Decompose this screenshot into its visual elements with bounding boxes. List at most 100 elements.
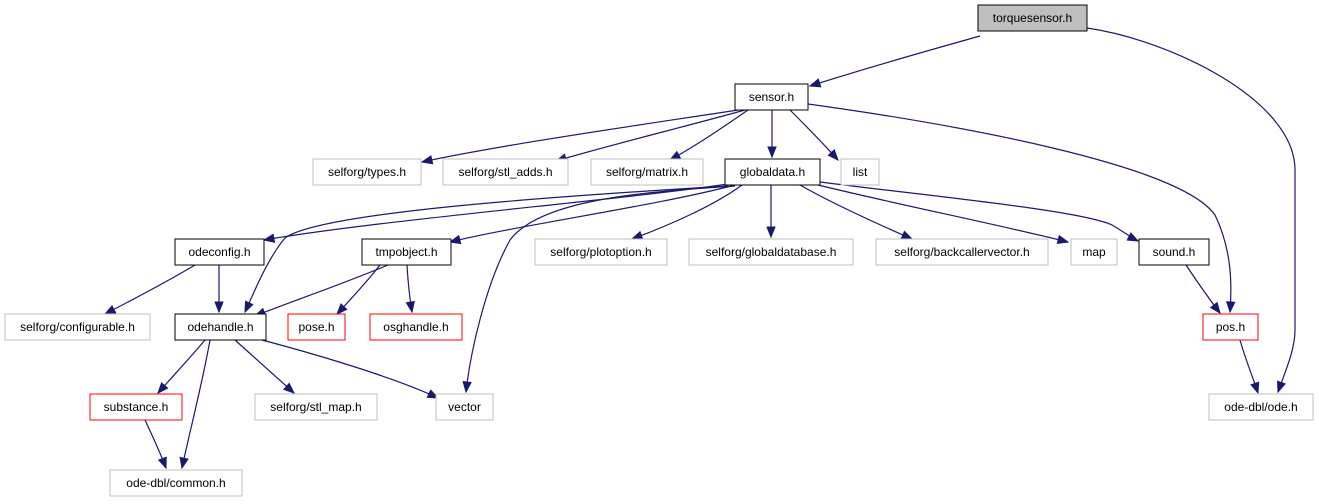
node-common[interactable]: ode-dbl/common.h [109,469,243,497]
edge-pos-to-ode [1239,339,1260,395]
node-map[interactable]: map [1070,238,1118,266]
arrowhead [283,382,296,394]
node-torquesensor[interactable]: torquesensor.h [977,4,1088,32]
edge-sensor-to-list [789,109,839,162]
node-box [287,313,346,341]
node-box [688,238,854,266]
arrowhead [1226,301,1236,314]
node-label: selforg/globaldatabase.h [706,245,837,259]
node-box [840,158,880,186]
node-label: torquesensor.h [993,11,1072,25]
edge-tmpobject-to-osghandle [405,264,415,314]
node-label: sound.h [1153,245,1196,259]
node-ode[interactable]: ode-dbl/ode.h [1208,393,1314,421]
arrowhead [1209,301,1221,315]
edge-globaldata-to-tmpobject [448,184,736,245]
node-box [174,238,265,266]
node-box [1070,238,1118,266]
node-label: sensor.h [749,90,794,104]
node-box [590,158,704,186]
arrowhead [766,226,776,239]
edge-odehandle-to-vector [261,339,440,399]
node-box [534,238,668,266]
edge-substance-to-common [144,419,167,470]
node-odehandle[interactable]: odehandle.h [174,313,267,341]
node-sensor[interactable]: sensor.h [734,83,809,111]
edge-sound-to-pos [1185,264,1221,315]
edge-globaldata-to-vector [462,185,736,394]
arrowhead [1056,234,1070,245]
node-box [724,158,821,186]
node-odeconfig[interactable]: odeconfig.h [174,238,265,266]
node-globaldata[interactable]: globaldata.h [724,158,821,186]
node-box [1202,313,1259,341]
node-substance[interactable]: substance.h [89,393,183,421]
node-box [369,313,463,341]
edge-tmpobject-to-odehandle [253,264,389,317]
edge-globaldata-to-sound [819,181,1140,242]
node-configurable[interactable]: selforg/configurable.h [4,313,151,341]
node-box [89,393,183,421]
edge-odeconfig-to-odehandle [214,265,224,314]
node-matrix[interactable]: selforg/matrix.h [590,158,704,186]
arrowhead [336,303,348,315]
edge-globaldata-to-map [817,184,1070,245]
arrowhead [462,381,472,394]
node-label: ode-dbl/common.h [126,476,225,490]
node-box [977,4,1088,32]
node-label: selforg/types.h [328,165,406,179]
node-label: vector [448,400,481,414]
edge-sensor-to-stl_adds [554,109,746,163]
arrowhead [103,304,117,315]
node-box [312,158,422,186]
arrowhead [244,300,254,314]
arrowhead [157,381,169,395]
node-globaldatabase[interactable]: selforg/globaldatabase.h [688,238,854,266]
nodes-layer: torquesensor.h sensor.h selforg/types.h sel… [4,4,1314,497]
edge-globaldata-to-backcallervector [799,184,914,240]
node-sound[interactable]: sound.h [1138,238,1210,266]
node-tmpobject[interactable]: tmpobject.h [361,238,452,266]
node-label: selforg/stl_adds.h [458,165,552,179]
node-stl_map[interactable]: selforg/stl_map.h [254,393,378,421]
edge-tmpobject-to-pose [336,264,381,315]
node-pos[interactable]: pos.h [1202,313,1259,341]
edge-sensor-to-globaldata [767,110,777,159]
edge-torquesensor-to-sensor [808,35,981,88]
arrowhead [630,230,644,240]
arrowhead [827,149,839,162]
node-types[interactable]: selforg/types.h [312,158,422,186]
node-label: selforg/matrix.h [606,165,688,179]
node-list[interactable]: list [840,158,880,186]
node-vector[interactable]: vector [435,393,494,421]
node-label: substance.h [104,400,169,414]
node-box [442,158,569,186]
arrowhead [900,230,914,240]
edge-globaldata-to-globaldatabase [766,185,776,239]
node-label: globaldata.h [740,165,805,179]
node-plotoption[interactable]: selforg/plotoption.h [534,238,668,266]
arrowhead [405,300,415,314]
node-pose[interactable]: pose.h [287,313,346,341]
node-box [4,313,151,341]
node-label: ode-dbl/ode.h [1224,400,1297,414]
node-osghandle[interactable]: osghandle.h [369,313,463,341]
node-box [174,313,267,341]
arrowhead [1250,381,1260,395]
arrowhead [262,233,276,243]
node-label: pose.h [298,320,334,334]
edge-globaldata-to-odehandle [244,185,729,314]
node-label: pos.h [1216,320,1245,334]
edge-odehandle-to-stl_map [234,339,296,394]
edge-odehandle-to-common [179,339,211,470]
node-backcallervector[interactable]: selforg/backcallervector.h [875,238,1049,266]
arrowhead [420,155,434,165]
node-label: selforg/configurable.h [20,320,135,334]
node-box [875,238,1049,266]
edge-sensor-to-types [420,109,739,165]
node-stl_adds[interactable]: selforg/stl_adds.h [442,158,569,186]
node-label: selforg/stl_map.h [270,400,361,414]
arrowhead [214,301,224,314]
node-label: map [1082,245,1106,259]
